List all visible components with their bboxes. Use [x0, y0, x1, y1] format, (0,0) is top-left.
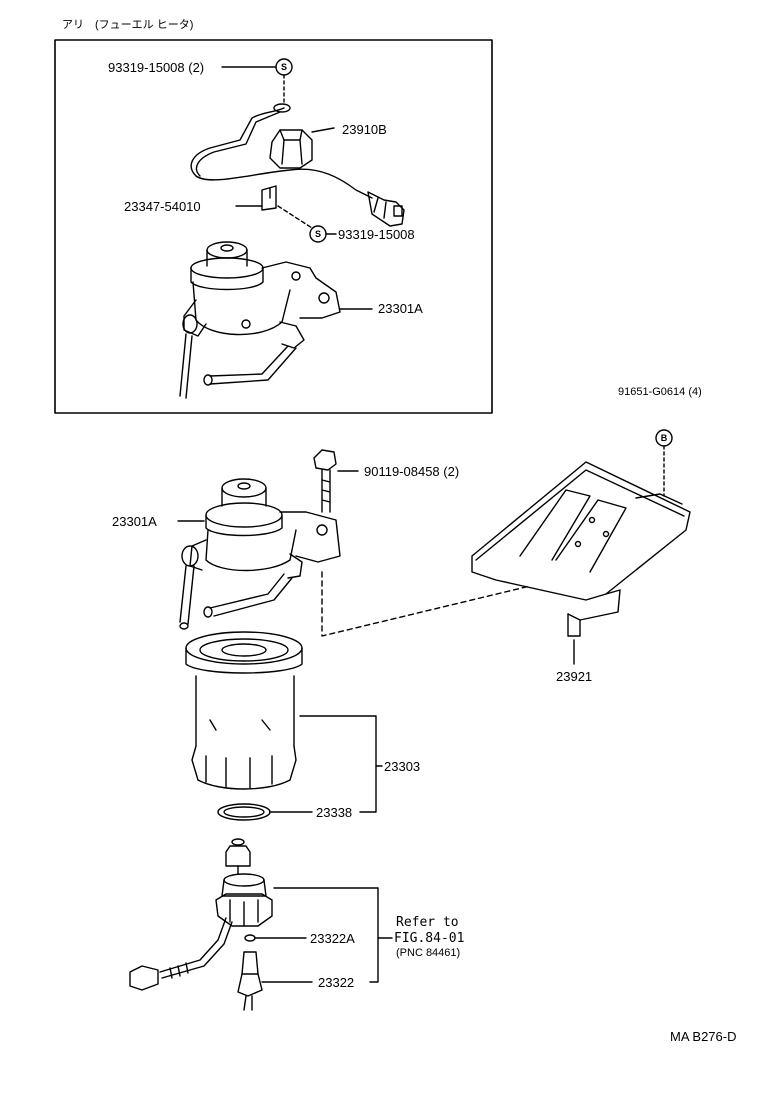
- figure-code: MA B276-D: [670, 1029, 737, 1044]
- refer-to-line: Refer to: [396, 915, 459, 930]
- heater-wire: [190, 103, 373, 199]
- main-filter-head: [177, 478, 341, 630]
- label-90119-08458: 90119-08458 (2): [364, 464, 460, 479]
- refer-fig-line: FIG.84-01: [394, 931, 465, 946]
- condition-label: アリ (フューエル ヒータ): [62, 19, 194, 31]
- label-23338: 23338: [316, 805, 353, 820]
- label-23301A-inset: 23301A: [378, 301, 423, 316]
- label-23322: 23322: [318, 975, 355, 990]
- label-93319-15008: 93319-15008: [338, 227, 415, 242]
- label-23303: 23303: [384, 759, 421, 774]
- bolt-symbol: B: [661, 433, 668, 443]
- oring-23338: [217, 803, 313, 821]
- screw-symbol-top: S: [281, 62, 287, 72]
- drain-sensor: [129, 838, 393, 1011]
- screw-symbol-lower: S: [315, 229, 321, 239]
- clip-23347: [235, 185, 313, 229]
- label-23347-54010: 23347-54010: [124, 199, 201, 214]
- inset-frame: [54, 39, 493, 414]
- bracket-23921: [471, 429, 691, 665]
- bolt-90119: [313, 449, 359, 513]
- heater-23910B: [269, 127, 335, 169]
- label-91651-G0614: 91651-G0614 (4): [618, 386, 702, 398]
- inset-filter-head: [179, 241, 373, 399]
- label-23921: 23921: [556, 669, 593, 684]
- screw-callout-top: [221, 58, 293, 106]
- mount-dash-line: [321, 571, 531, 637]
- label-23301A-main: 23301A: [112, 514, 157, 529]
- label-93319-15008-2: 93319-15008 (2): [108, 60, 205, 75]
- filter-element-23303: [185, 631, 383, 813]
- label-23910B: 23910B: [342, 122, 387, 137]
- label-23322A: 23322A: [310, 931, 355, 946]
- refer-pnc-line: (PNC 84461): [396, 947, 461, 959]
- screw-callout-lower: [309, 225, 337, 243]
- wire-connector: [367, 191, 405, 227]
